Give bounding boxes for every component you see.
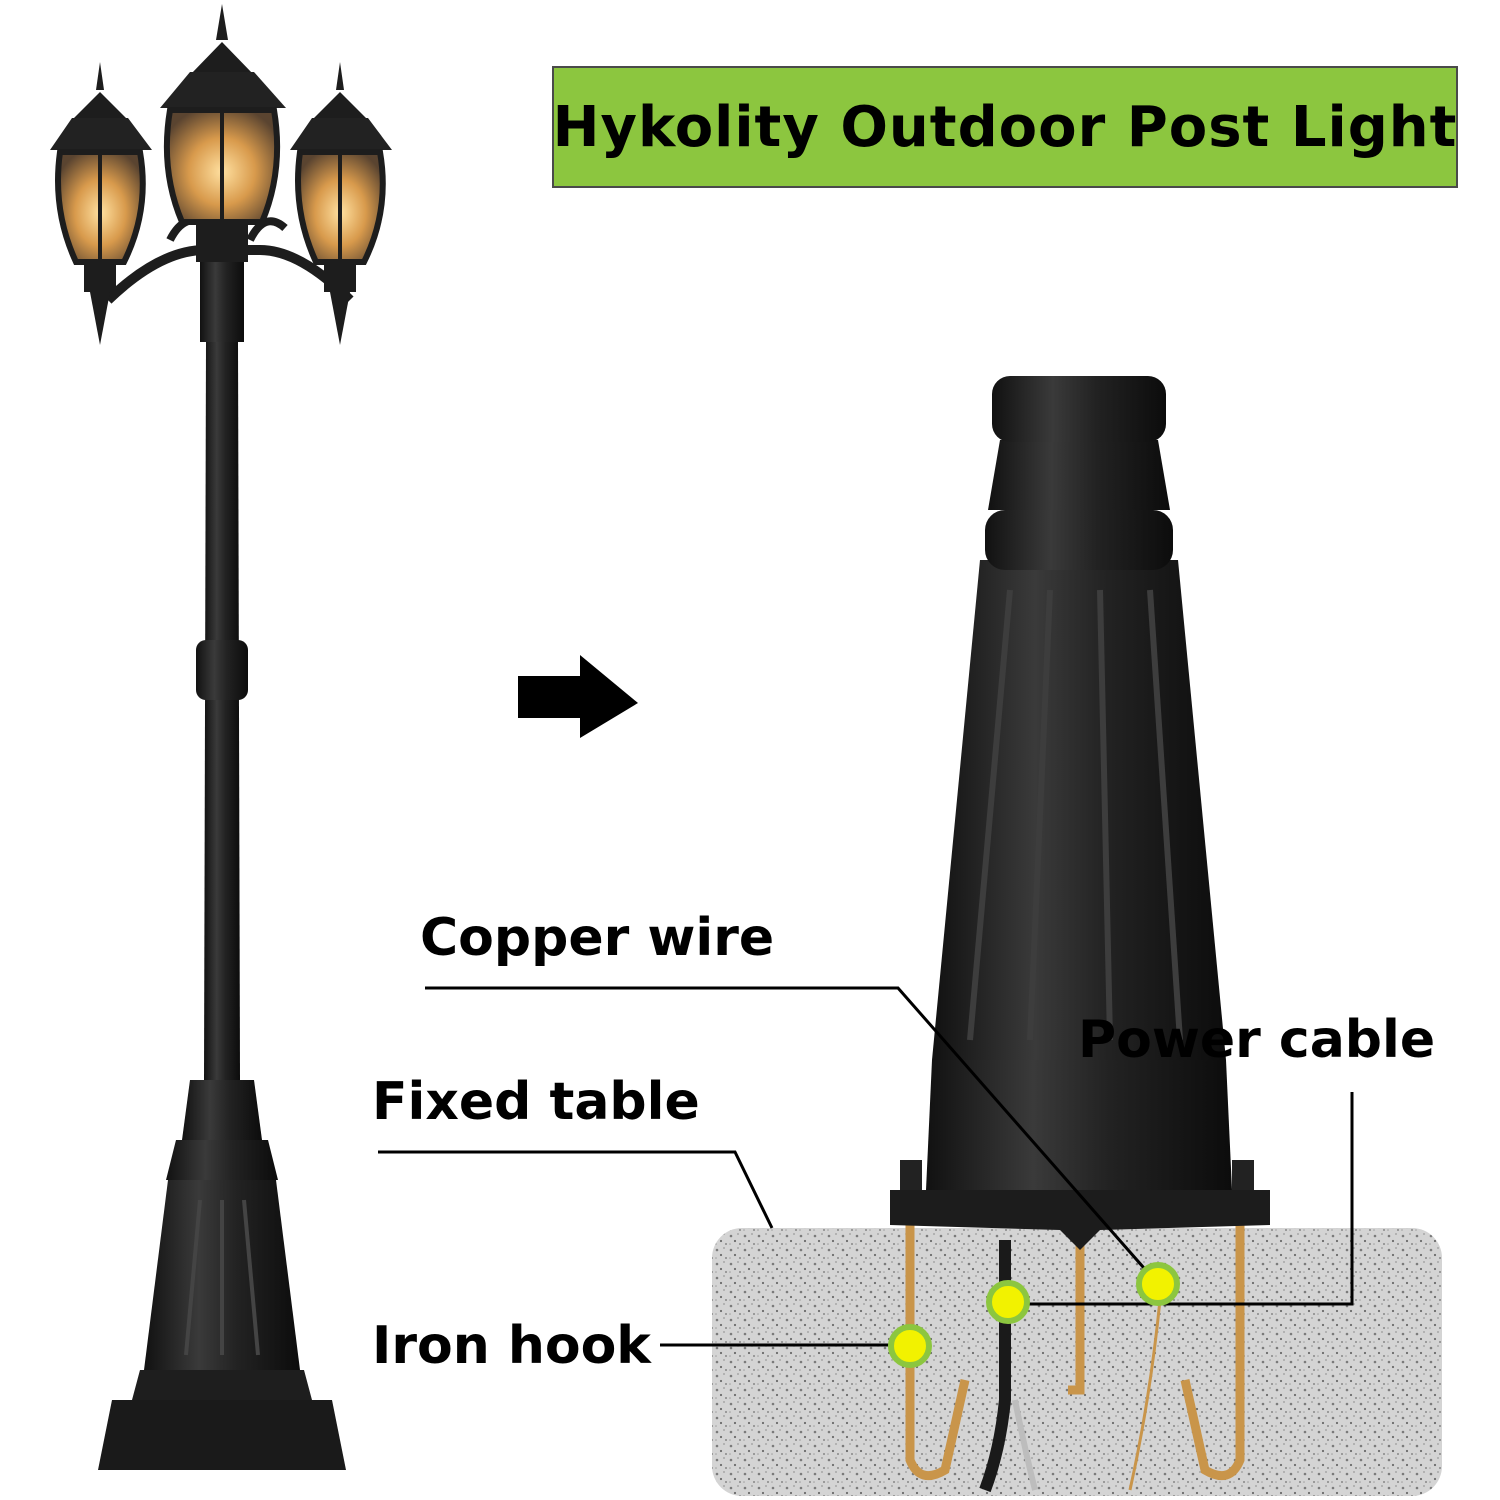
page-title: Hykolity Outdoor Post Light xyxy=(552,94,1458,160)
markers xyxy=(888,1262,1180,1368)
lamp-post-image xyxy=(50,4,392,1470)
power-cable-label: Power cable xyxy=(1078,1010,1436,1070)
fixed-table-label: Fixed table xyxy=(372,1072,700,1132)
post-base-image xyxy=(712,376,1442,1496)
copper-wire-marker xyxy=(1136,1262,1180,1306)
copper-wire-leader xyxy=(425,986,1160,1285)
fixed-table-leader xyxy=(378,1150,774,1229)
iron-hook-marker xyxy=(888,1324,932,1368)
arrow-right-icon xyxy=(518,655,638,738)
copper-wire-label: Copper wire xyxy=(420,908,775,968)
title-banner: Hykolity Outdoor Post Light xyxy=(552,66,1458,188)
iron-hook-label: Iron hook xyxy=(372,1316,651,1376)
power-cable-marker xyxy=(986,1280,1030,1324)
leader-lines xyxy=(378,986,1354,1347)
power-cable-leader xyxy=(1008,1092,1354,1306)
